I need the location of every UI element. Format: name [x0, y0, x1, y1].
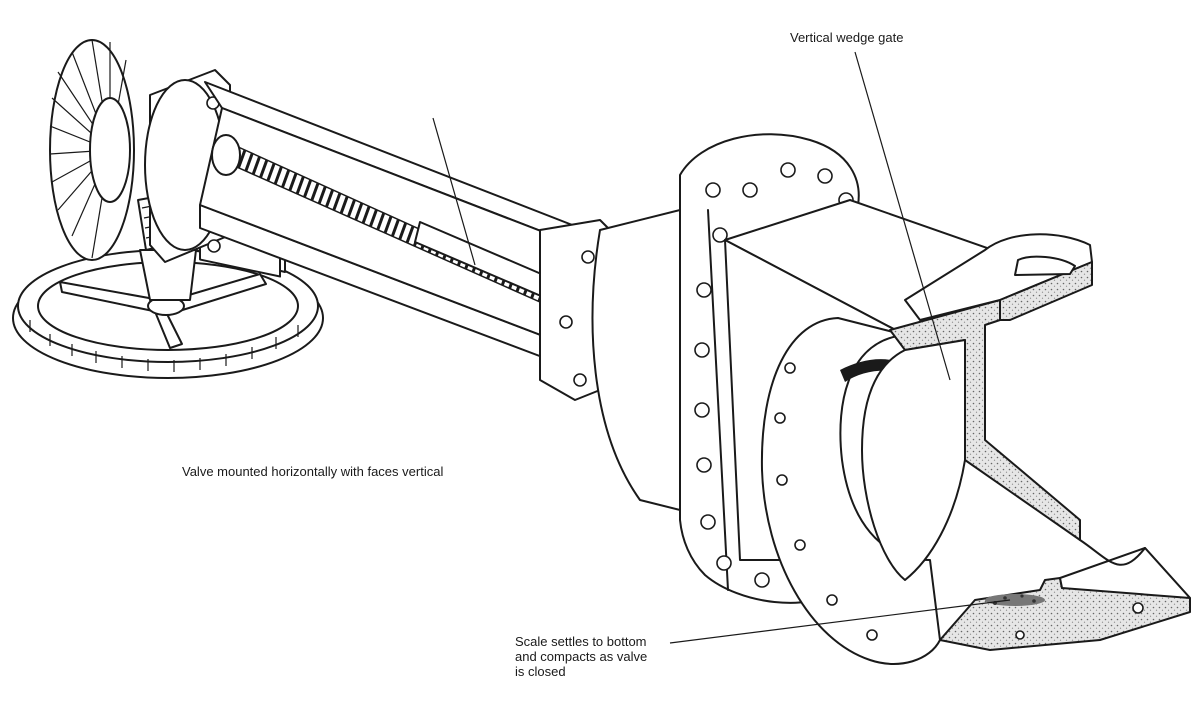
label-mounting-note: Valve mounted horizontally with faces ve… — [182, 464, 444, 479]
valve-body — [724, 199, 1191, 665]
leader-wedge-gate — [854, 51, 951, 381]
label-vertical-wedge-gate: Vertical wedge gate — [790, 30, 904, 45]
label-scale-note: Scale settles to bottom and compacts as … — [515, 634, 648, 679]
leader-yoke — [432, 117, 476, 266]
leader-lines — [432, 51, 1011, 644]
handwheel — [12, 249, 324, 379]
leader-scale — [669, 599, 1011, 644]
scale-deposit — [985, 594, 1045, 606]
